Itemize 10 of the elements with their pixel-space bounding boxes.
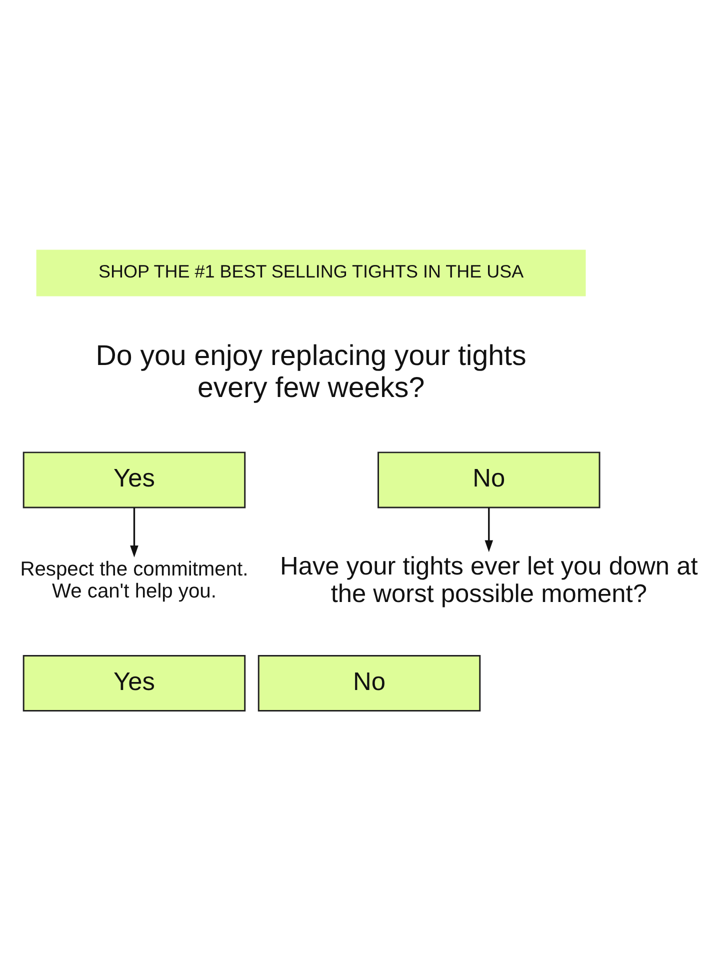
- arrow: [130, 507, 138, 557]
- label: Do you enjoy replacing your tights every few weeks?: [96, 340, 526, 404]
- node-box: No: [258, 654, 481, 711]
- node-box: Yes: [22, 654, 246, 711]
- node-text: Have your tights ever let you down at the worst possible moment?: [280, 552, 698, 608]
- node-box: SHOP THE #1 BEST SELLING TIGHTS IN THE USA: [36, 249, 586, 296]
- node-box: Yes: [22, 451, 246, 508]
- arrow: [484, 507, 494, 552]
- node-text: Respect the commitment. We can't help you.: [20, 558, 248, 602]
- node-box: No: [378, 451, 600, 508]
